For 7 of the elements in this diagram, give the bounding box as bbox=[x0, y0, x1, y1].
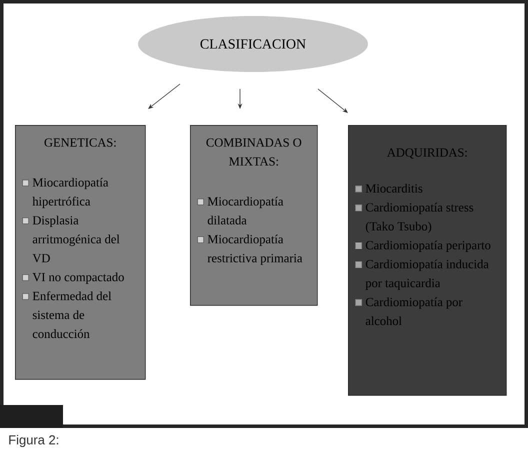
figure-caption: Figura 2: bbox=[9, 434, 58, 448]
ellipse-node: CLASIFICACION bbox=[138, 16, 368, 72]
category-box: ADQUIRIDAS: Miocarditis Cardiomiopatía stress (Tako Tsubo) Cardiomiopatía periparto Cardiomiopatía inducida por taquicardia Cardiomiopatía por alcohol bbox=[348, 125, 507, 396]
category-box: COMBINADAS O MIXTAS: Miocardiopatía dilatada Miocardiopatía restrictiva primaria bbox=[190, 125, 318, 306]
arrow bbox=[318, 88, 348, 113]
category-box: GENETICAS: Miocardiopatía hipertrófica Displasia arritmogénica del VD VI no compactado Enfermedad del sistema de conducción bbox=[15, 125, 146, 380]
arrow bbox=[148, 84, 180, 109]
